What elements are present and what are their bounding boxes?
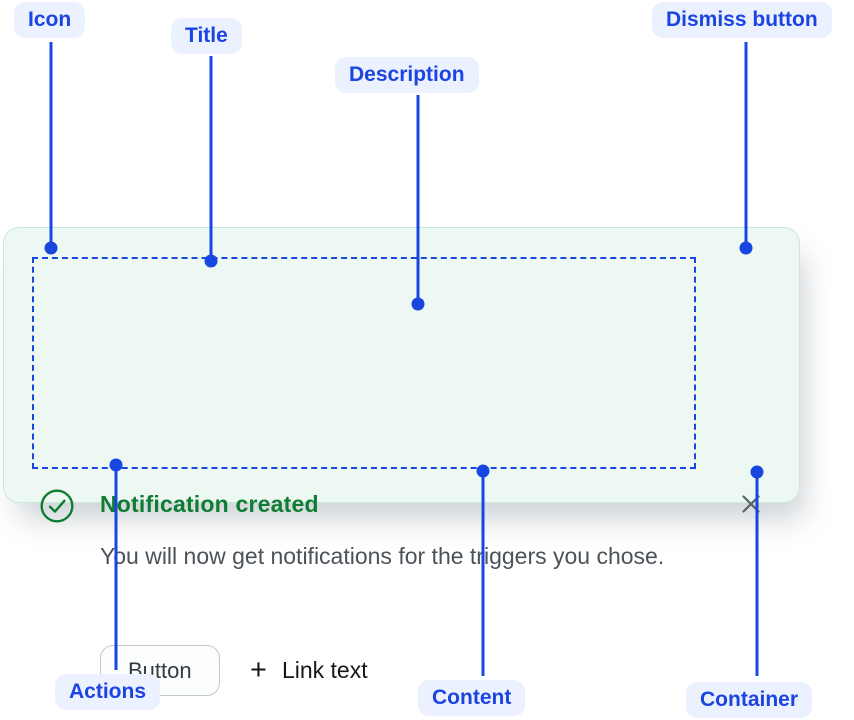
callout-line-description — [416, 95, 420, 304]
callout-dot-content — [476, 464, 490, 478]
callout-label-icon: Icon — [14, 2, 86, 38]
callout-line-dismiss-button — [744, 42, 748, 248]
callout-label-actions: Actions — [55, 674, 161, 710]
callout-line-title — [209, 56, 213, 261]
callout-line-actions — [114, 465, 118, 670]
callout-dot-dismiss-button — [739, 241, 753, 255]
callout-line-icon — [49, 42, 53, 248]
notification-toast-container: Notification created You will now get no… — [3, 227, 800, 696]
action-link[interactable]: + Link text — [250, 645, 368, 696]
check-circle-icon — [39, 488, 75, 529]
callout-dot-title — [204, 254, 218, 268]
toast-title: Notification created — [100, 491, 319, 517]
callout-label-container: Container — [686, 682, 813, 718]
plus-icon: + — [250, 654, 267, 686]
callout-line-container — [755, 472, 759, 676]
close-icon — [738, 491, 764, 520]
callout-label-description: Description — [335, 57, 479, 93]
dismiss-button[interactable] — [734, 488, 768, 522]
callout-dot-container — [750, 465, 764, 479]
toast-description: You will now get notifications for the t… — [100, 543, 665, 569]
callout-label-title: Title — [171, 18, 242, 54]
action-link-label: Link text — [281, 657, 368, 683]
callout-dot-description — [411, 297, 425, 311]
callout-dot-actions — [109, 458, 123, 472]
callout-label-content: Content — [418, 680, 526, 716]
callout-label-dismiss-button: Dismiss button — [652, 2, 832, 38]
callout-dot-icon — [44, 241, 58, 255]
callout-line-content — [481, 471, 485, 676]
